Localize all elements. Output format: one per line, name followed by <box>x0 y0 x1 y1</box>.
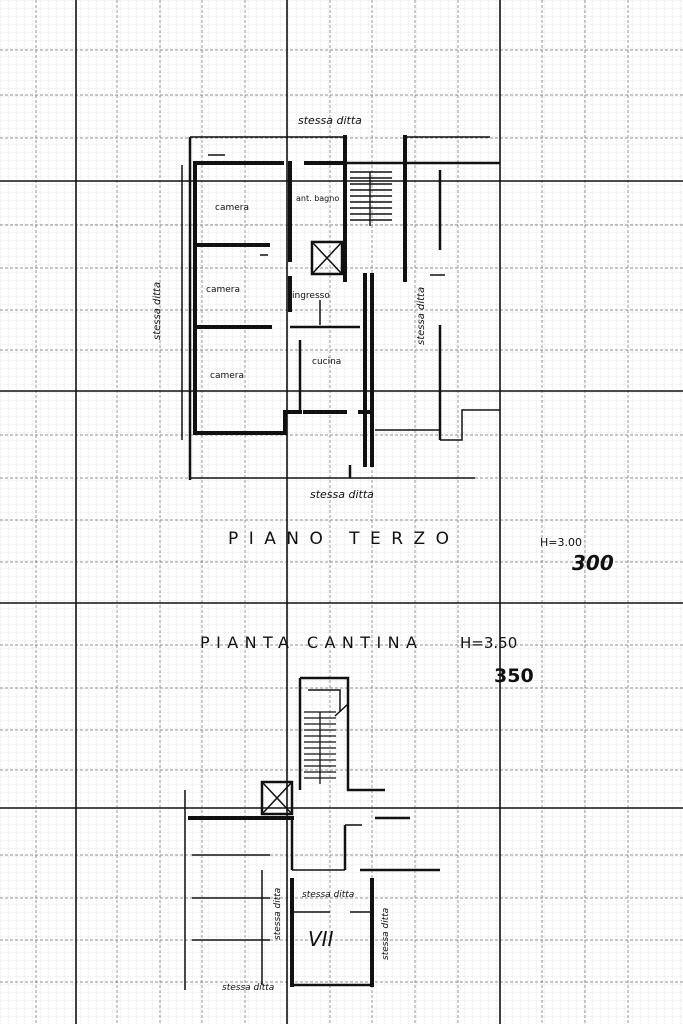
lift-shaft-lower <box>260 780 294 816</box>
label-stessa-ditta-bottom: stessa ditta <box>310 488 374 501</box>
pianta-cantina-labels: PIANTA CANTINA H=3.50 350 stessa ditta s… <box>200 633 534 993</box>
lift-shaft-upper <box>310 240 344 276</box>
room-label-camera-3: camera <box>210 371 244 381</box>
room-label-camera-1: camera <box>215 203 249 213</box>
cantina-label-stessa-ditta-4: stessa ditta <box>222 983 274 993</box>
room-label-camera-2: camera <box>206 285 240 295</box>
pianta-cantina-title: PIANTA CANTINA <box>200 633 422 652</box>
cantina-label-stessa-ditta-3: stessa ditta <box>381 908 391 960</box>
label-stessa-ditta-left: stessa ditta <box>152 282 163 340</box>
piano-terzo-height-label: H=3.00 <box>540 536 582 549</box>
piano-terzo-height-value: 300 <box>572 551 614 575</box>
piano-terzo-plan <box>181 135 500 480</box>
label-stessa-ditta-right: stessa ditta <box>416 287 427 345</box>
room-label-bagno: ant. bagno <box>296 194 339 203</box>
pianta-cantina-plan <box>184 676 440 990</box>
stair-treads-upper <box>350 171 392 226</box>
pianta-cantina-height-value: 350 <box>494 665 534 687</box>
cantina-unit-label: VII <box>308 927 334 951</box>
cantina-label-stessa-ditta-1: stessa ditta <box>273 888 283 940</box>
label-stessa-ditta-top: stessa ditta <box>298 114 362 127</box>
stair-treads-lower <box>304 711 336 784</box>
room-label-cucina: cucina <box>312 357 341 367</box>
room-label-ingresso: ingresso <box>292 291 330 301</box>
pianta-cantina-height-label: H=3.50 <box>460 634 517 652</box>
cantina-label-stessa-ditta-2: stessa ditta <box>302 890 354 900</box>
